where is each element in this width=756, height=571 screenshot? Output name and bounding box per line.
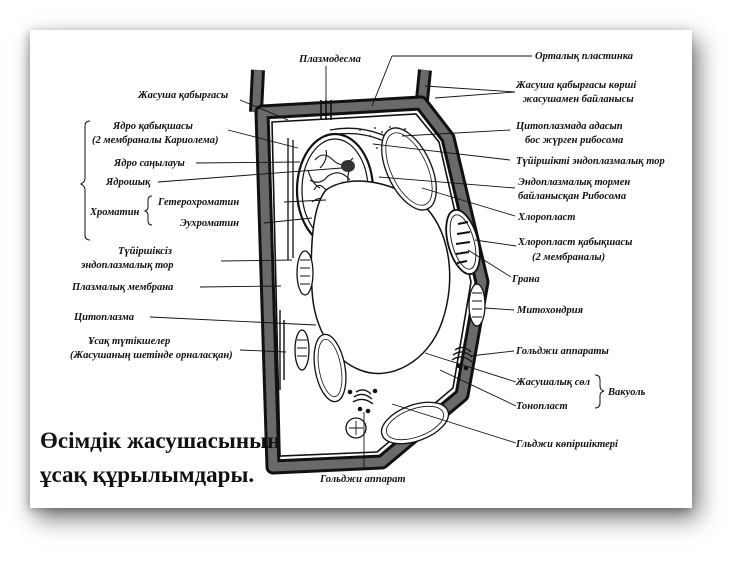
label-chromatin: Хроматин — [89, 207, 140, 218]
diagram-title-line2: ұсақ құрылымдары. — [40, 462, 254, 487]
mitochondrion-left — [296, 250, 314, 296]
brackets — [79, 120, 605, 409]
labels: Плазмодесма Орталық пластинка Жасуша қаб… — [70, 51, 665, 485]
label-golgi-apparat: Гольджи аппарат — [319, 474, 406, 485]
label-rough-er: Түйіршікті эндоплазмалық тор — [516, 156, 665, 167]
label-chloroplast-envelope-1: Хлоропласт қабықшасы — [517, 237, 632, 248]
adjacent-cell-walls — [249, 69, 432, 113]
label-wall-contact-1: Жасуша қабырғасы көрші — [515, 80, 636, 91]
leader-lines — [149, 55, 532, 470]
label-nucleolus: Ядрошық — [105, 177, 151, 188]
cell-wall — [254, 95, 490, 475]
diagram-slide: Плазмодесма Орталық пластинка Жасуша қаб… — [30, 30, 692, 508]
label-nuclear-pore: Ядро саңылауы — [113, 158, 185, 169]
label-nuclear-envelope-2: (2 мембраналы Кариолема) — [92, 135, 218, 146]
plant-cell-diagram: Плазмодесма Орталық пластинка Жасуша қаб… — [40, 51, 665, 487]
label-heterochromatin: Гетерохроматин — [157, 197, 239, 208]
label-cell-wall: Жасуша қабырғасы — [137, 90, 228, 101]
golgi-right — [451, 346, 473, 371]
chloroplast-right — [445, 208, 481, 276]
chloroplast-lower-left — [313, 333, 347, 403]
label-wall-contact-2: жасушамен байланысы — [523, 94, 634, 105]
label-middle-lamella: Орталық пластинка — [535, 51, 633, 62]
label-smooth-er-1: Түйіршіксіз — [118, 246, 172, 257]
label-cell-sap: Жасушалық сөл — [515, 377, 591, 388]
mitochondrion-right — [468, 283, 486, 327]
label-smooth-er-2: эндоплазмалық тор — [80, 260, 174, 271]
label-plasmodesma: Плазмодесма — [298, 54, 361, 65]
label-er-bound-ribosome-1: Эндоплазмалық тормен — [518, 177, 630, 188]
label-golgi-apparatus: Гольджи аппараты — [515, 346, 609, 357]
label-mitochondrion: Митохондрия — [516, 305, 584, 316]
label-microtubules-2: (Жасушаның шетінде орналасқан) — [70, 350, 233, 361]
diagram-title-line1: Өсімдік жасушасының — [40, 428, 280, 453]
label-vacuole: Вакуоль — [607, 387, 646, 398]
label-cytoplasm: Цитоплазма — [73, 312, 134, 323]
mitochondrion-small — [345, 417, 367, 439]
chloroplast-bottom — [380, 401, 450, 445]
label-microtubules-1: Ұсақ түтікшелер — [88, 336, 170, 347]
plasmodesma-channels — [320, 100, 332, 120]
mitochondrion-bottom-left — [294, 329, 310, 371]
label-chloroplast-envelope-2: (2 мембраналы) — [532, 252, 605, 263]
label-nuclear-envelope-1: Ядро қабықшасы — [112, 121, 193, 132]
label-free-ribosomes-2: бос жүрген рибосома — [525, 135, 623, 146]
label-er-bound-ribosome-2: байланысқан Рибосома — [518, 191, 626, 202]
label-tonoplast: Тонопласт — [516, 401, 568, 412]
label-euchromatin: Эухроматин — [180, 218, 239, 229]
label-free-ribosomes-1: Цитоплазмада адасып — [515, 121, 623, 132]
label-grana: Грана — [511, 274, 540, 285]
label-chloroplast: Хлоропласт — [517, 212, 575, 223]
label-golgi-vesicles: Гльджи көпіршіктері — [515, 439, 618, 450]
golgi-bottom — [347, 388, 378, 414]
label-plasma-membrane: Плазмалық мембрана — [71, 282, 173, 293]
chloroplast-top — [381, 127, 437, 211]
